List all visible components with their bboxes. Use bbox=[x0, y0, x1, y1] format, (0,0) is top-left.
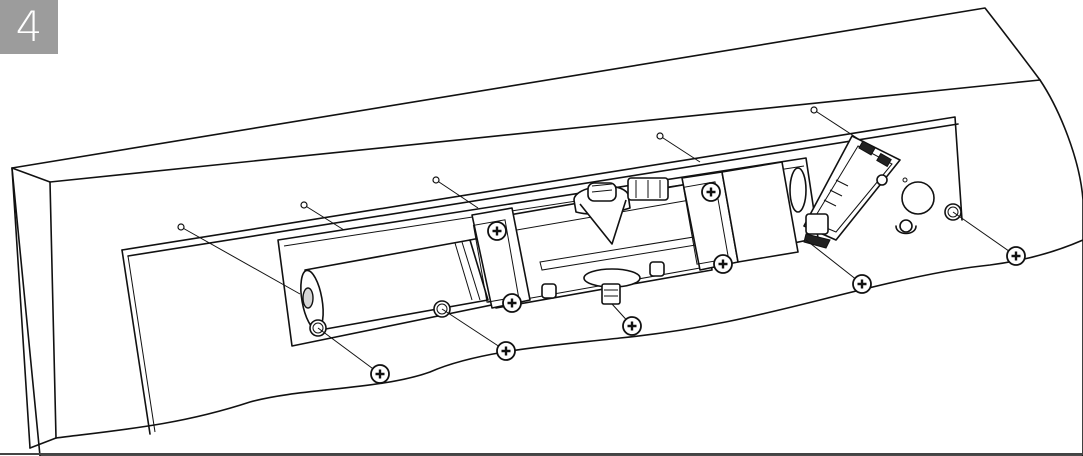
screw-icon bbox=[369, 363, 391, 385]
pin-icon bbox=[177, 223, 185, 231]
screw-icon bbox=[712, 253, 734, 275]
screw-icon bbox=[486, 220, 508, 242]
screw-icon bbox=[1005, 245, 1027, 267]
screw-icon bbox=[495, 340, 517, 362]
mounting-holes bbox=[895, 177, 962, 235]
pin-icon bbox=[300, 201, 308, 209]
screw-icon bbox=[851, 273, 873, 295]
control-board bbox=[803, 135, 901, 249]
door-closer-body bbox=[471, 161, 807, 309]
screw-icon bbox=[501, 292, 523, 314]
pin-icon bbox=[432, 176, 440, 184]
leader-lines bbox=[180, 109, 1017, 375]
pin-icon bbox=[810, 106, 818, 114]
pin-icon bbox=[656, 132, 664, 140]
screw-icon bbox=[700, 181, 722, 203]
step-number-badge: 4 bbox=[0, 0, 58, 54]
screw-icon bbox=[621, 315, 643, 337]
